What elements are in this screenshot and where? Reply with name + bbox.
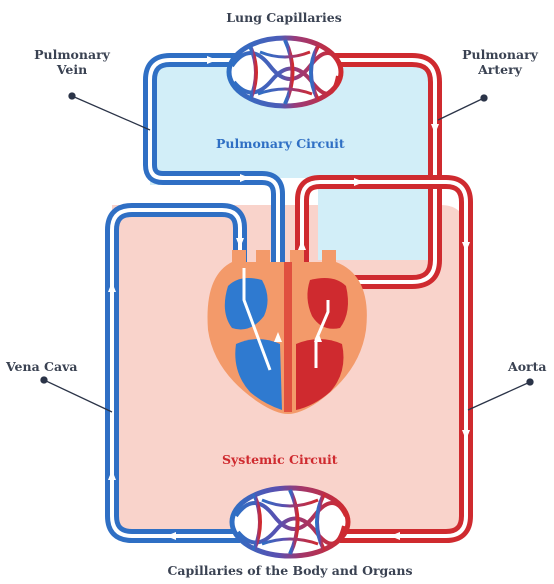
pulmonary-artery-label-line1: Pulmonary xyxy=(448,47,552,62)
pulmonary-artery-label: Pulmonary Artery xyxy=(448,47,552,77)
pulmonary-artery-label-line2: Artery xyxy=(448,62,552,77)
aorta-label: Aorta xyxy=(508,359,547,374)
lung-capillaries xyxy=(229,38,341,106)
lung-capillaries-label: Lung Capillaries xyxy=(209,10,359,25)
pulmonary-vein-label-line1: Pulmonary xyxy=(22,47,122,62)
pulmonary-vein-label-line2: Vein xyxy=(22,62,122,77)
body-capillaries xyxy=(232,488,348,556)
body-capillaries-label: Capillaries of the Body and Organs xyxy=(130,563,450,578)
pulmonary-vein-label: Pulmonary Vein xyxy=(22,47,122,77)
vena-cava-label: Vena Cava xyxy=(6,359,77,374)
pulmonary-circuit-label: Pulmonary Circuit xyxy=(216,136,345,151)
systemic-circuit-label: Systemic Circuit xyxy=(222,452,338,467)
